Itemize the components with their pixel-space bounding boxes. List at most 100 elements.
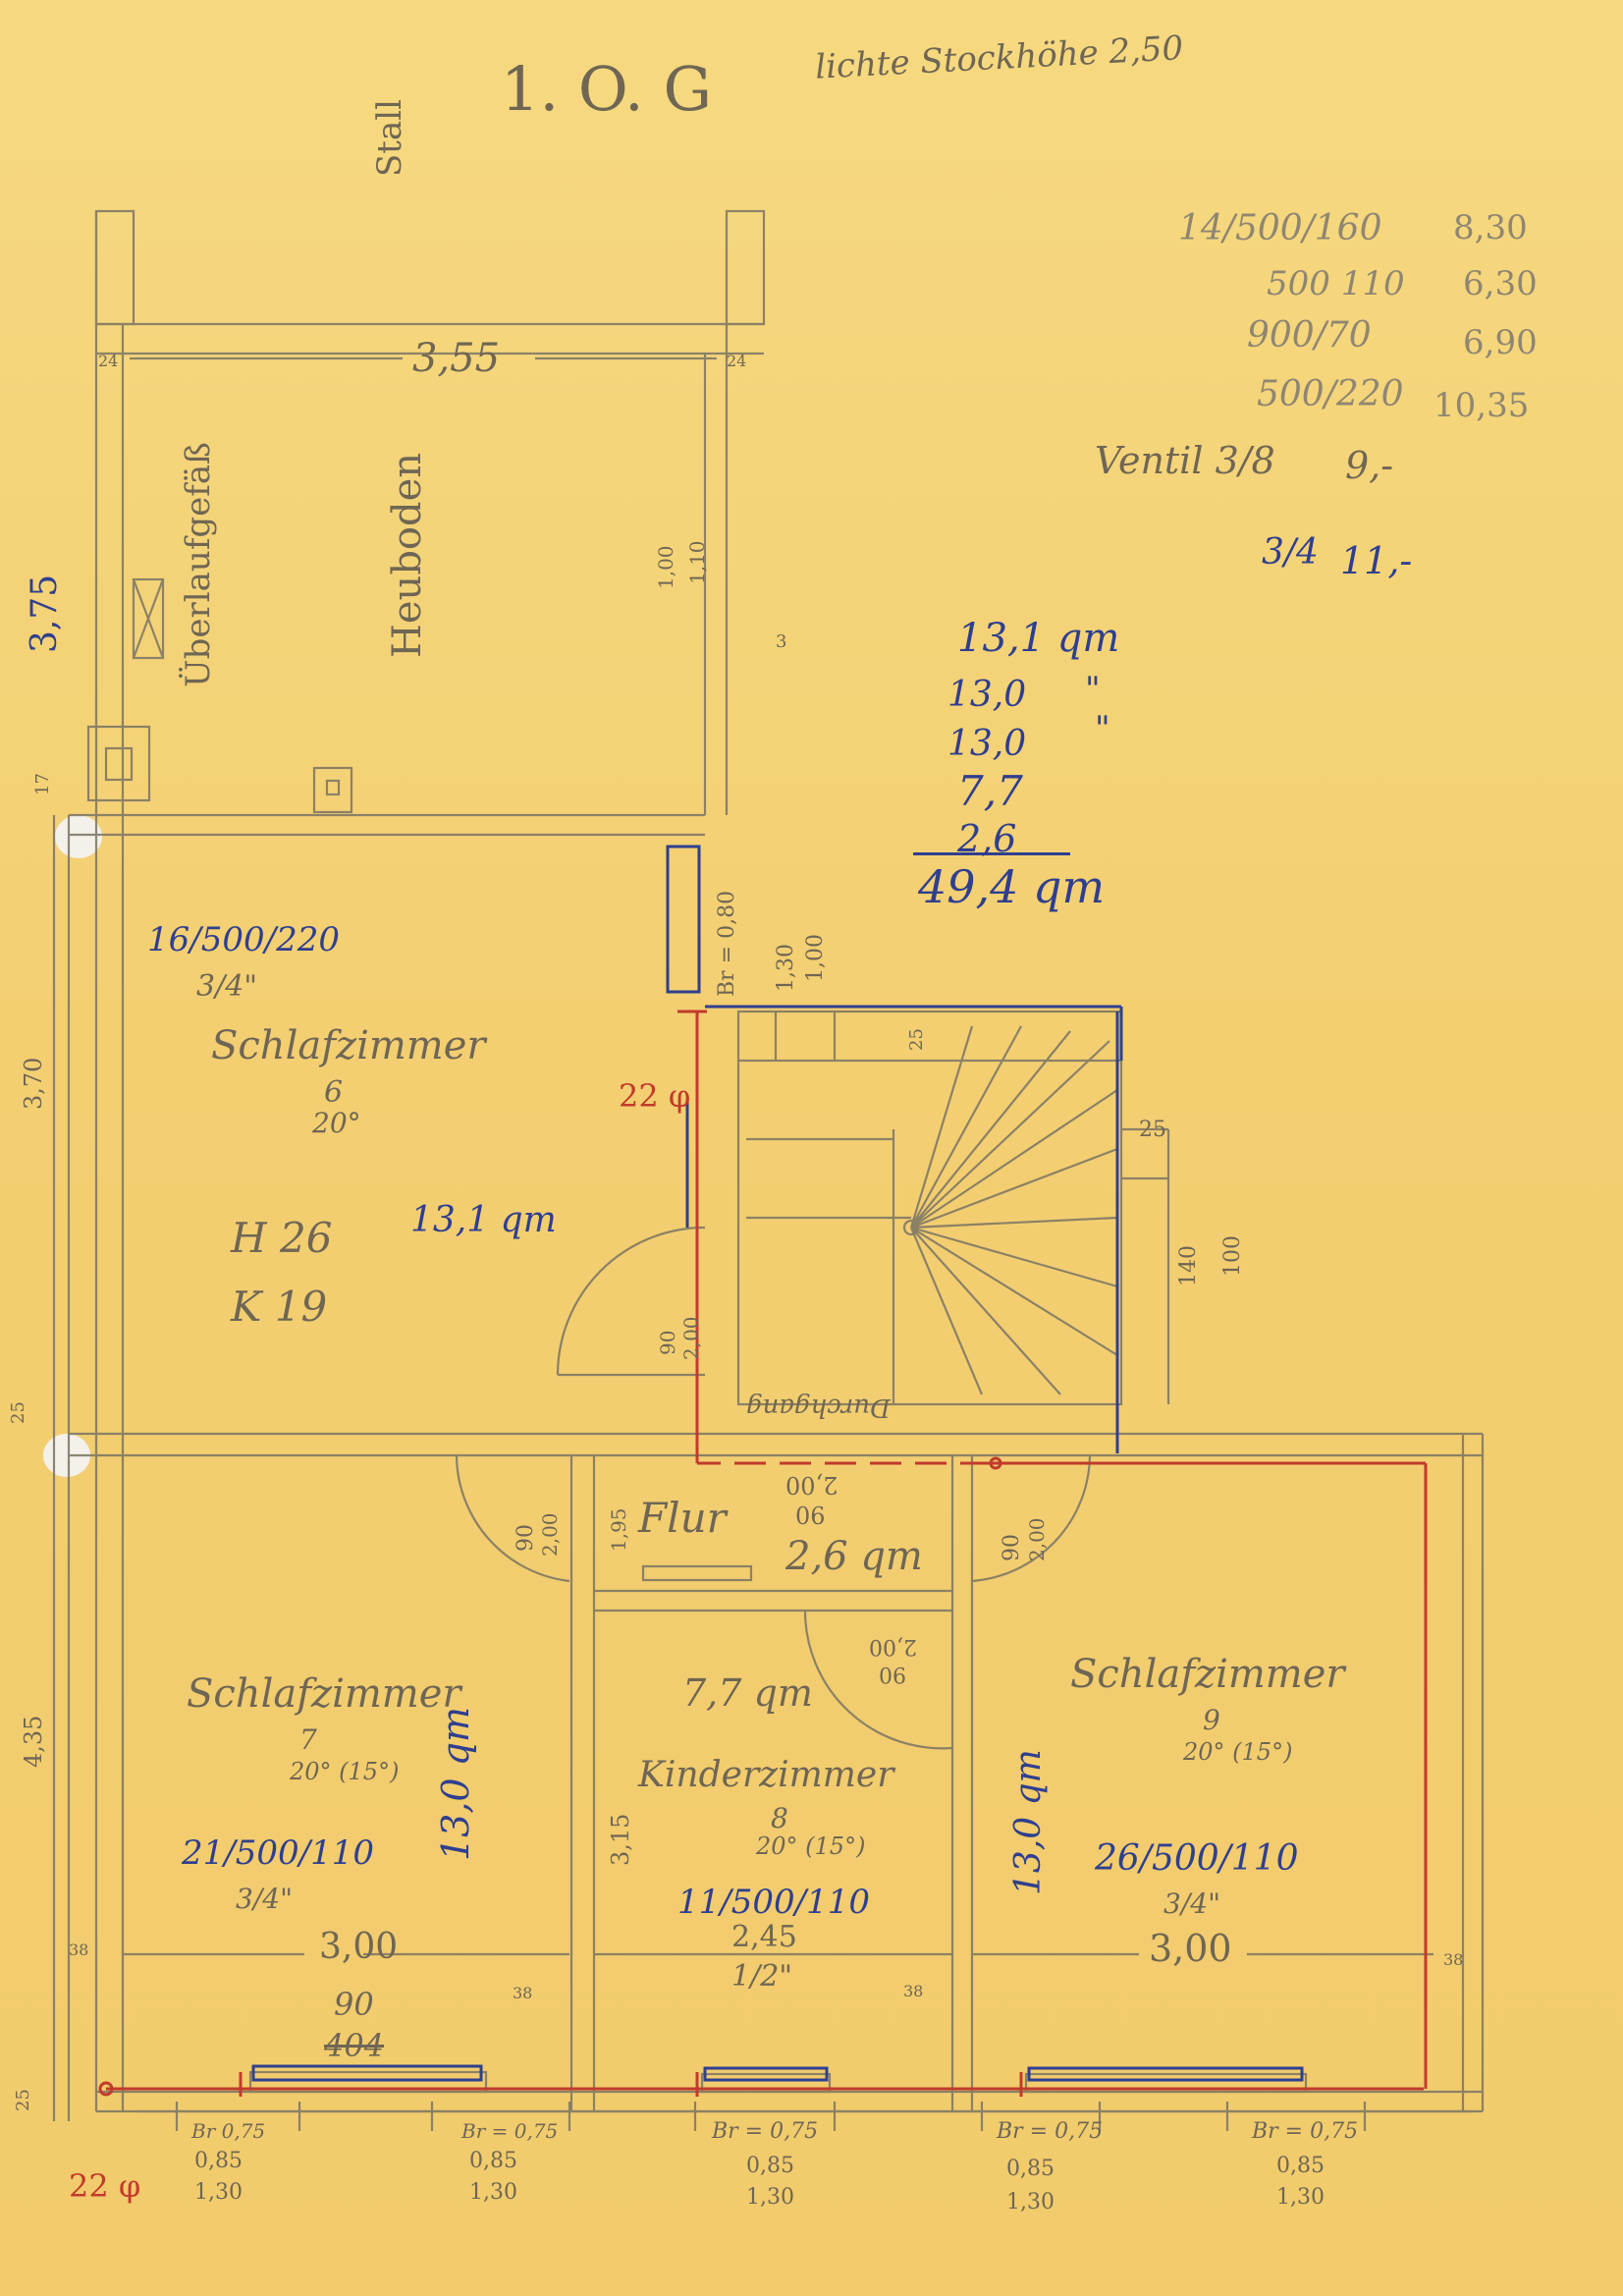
window-2-b: 1,30 bbox=[469, 2180, 517, 2205]
red-heating-pipe bbox=[98, 1010, 1428, 2097]
radiator-spec-room-9: 26/500/110 bbox=[1095, 1838, 1299, 1879]
pipe-size-room-6: 3/4" bbox=[196, 969, 258, 1004]
window-4-br: Br = 0,75 bbox=[997, 2119, 1104, 2144]
price-value-2: 6,30 bbox=[1463, 264, 1538, 303]
area-sum-line-3-ditto: " bbox=[1095, 709, 1110, 748]
room-area-flur: 2,6 qm bbox=[785, 1534, 923, 1579]
dim-195: 1,95 bbox=[607, 1507, 630, 1552]
area-sum-line-1: 13,1 qm bbox=[957, 616, 1120, 661]
flur-door-width: 90 bbox=[795, 1501, 826, 1528]
window-3-a: 0,85 bbox=[746, 2154, 794, 2178]
dim-25b: 25 bbox=[1139, 1118, 1166, 1142]
window-1-br: Br 0,75 bbox=[191, 2119, 266, 2143]
area-sum-line-4: 7,7 bbox=[957, 767, 1023, 815]
window-5-b: 1,30 bbox=[1276, 2185, 1325, 2210]
dim-25: 25 bbox=[906, 1028, 927, 1051]
valve-price-1: 9,- bbox=[1345, 444, 1394, 487]
room-number-6: 6 bbox=[324, 1075, 344, 1110]
dim-br-080: Br = 0,80 bbox=[715, 890, 739, 997]
durchgang-label: Durchgang bbox=[746, 1393, 891, 1422]
valve-price-2: 11,- bbox=[1340, 539, 1413, 582]
pipe-size-room-9: 3/4" bbox=[1163, 1887, 1220, 1920]
stall-label: Stall bbox=[370, 99, 409, 177]
price-item-2: 500 110 bbox=[1267, 264, 1405, 303]
dim-200b: 2,00 bbox=[1025, 1517, 1049, 1561]
pipe-size-room-8: 1/2" bbox=[731, 1959, 793, 1994]
dim-top-width: 3,55 bbox=[412, 336, 501, 381]
dim-200c: 2,00 bbox=[869, 1634, 917, 1659]
dim-90-200c: 90 bbox=[879, 1662, 906, 1686]
dim-door-100: 1,00 bbox=[803, 934, 828, 982]
window-3-br: Br = 0,75 bbox=[712, 2119, 819, 2144]
room-name-flur: Flur bbox=[638, 1494, 727, 1542]
dim-100-top: 1,00 bbox=[654, 545, 677, 589]
window-4-a: 0,85 bbox=[1006, 2157, 1055, 2181]
room-name-6: Schlafzimmer bbox=[211, 1023, 486, 1068]
dim-38a: 38 bbox=[69, 1941, 89, 1959]
area-sum-line-5: 2,6 bbox=[957, 817, 1017, 860]
dim-100-stair: 100 bbox=[1220, 1235, 1245, 1277]
room-name-8: Kinderzimmer bbox=[638, 1755, 894, 1795]
room-number-8: 8 bbox=[771, 1802, 788, 1834]
radiator-spec-room-8: 11/500/110 bbox=[677, 1883, 870, 1922]
room-area-7: 13,0 qm bbox=[434, 1706, 477, 1861]
dim-17: 17 bbox=[32, 773, 53, 795]
overflow-tank-label: Überlaufgefäß bbox=[179, 442, 218, 687]
dim-90-flur: 90 bbox=[656, 1330, 679, 1355]
radiator-spec-room-7: 21/500/110 bbox=[182, 1833, 374, 1873]
window-1-b: 1,30 bbox=[194, 2180, 243, 2205]
radiator-spec-room-6: 16/500/220 bbox=[147, 920, 340, 959]
price-value-1: 8,30 bbox=[1453, 208, 1528, 247]
room-width-9: 3,00 bbox=[1149, 1927, 1232, 1970]
room-number-7: 7 bbox=[299, 1723, 317, 1756]
dim-25c: 25 bbox=[8, 1401, 28, 1424]
heuboden-label: Heuboden bbox=[385, 452, 430, 658]
room-temp-7: 20° (15°) bbox=[290, 1758, 400, 1785]
room-width-8: 2,45 bbox=[731, 1920, 797, 1954]
dim-200a: 2,00 bbox=[538, 1512, 562, 1557]
window-2-a: 0,85 bbox=[469, 2149, 517, 2173]
pipe-red-label: 22 φ bbox=[619, 1077, 691, 1115]
window-2-br: Br = 0,75 bbox=[461, 2119, 559, 2143]
room-area-9: 13,0 qm bbox=[1008, 1749, 1049, 1895]
dim-435: 4,35 bbox=[20, 1715, 47, 1768]
room-temp-8: 20° (15°) bbox=[756, 1832, 866, 1860]
flur-door-height: 2,00 bbox=[785, 1471, 839, 1499]
dim-wall-24a: 24 bbox=[98, 352, 119, 370]
plan-title: 1. O. G bbox=[501, 53, 713, 125]
pipe-size-room-7: 3/4" bbox=[236, 1883, 293, 1915]
dim-25-bottom: 25 bbox=[13, 2089, 33, 2111]
window-5-br: Br = 0,75 bbox=[1252, 2119, 1359, 2144]
window-3-b: 1,30 bbox=[746, 2185, 794, 2210]
room-temp-6: 20° bbox=[312, 1107, 361, 1139]
area-sum-rule bbox=[913, 852, 1070, 855]
area-sum-line-3: 13,0 bbox=[947, 724, 1027, 764]
dim-38b: 38 bbox=[513, 1984, 533, 2002]
area-sum-line-2: 13,0 bbox=[947, 675, 1027, 715]
room-width-7: 3,00 bbox=[319, 1927, 399, 1967]
dim-3: 3 bbox=[776, 631, 787, 652]
room-area-6: 13,1 qm bbox=[410, 1200, 557, 1240]
punch-hole-top bbox=[55, 815, 102, 858]
dim-110-top: 1,10 bbox=[685, 540, 709, 584]
area-sum-line-2-ditto: " bbox=[1085, 670, 1101, 709]
dim-375: 3,75 bbox=[25, 574, 65, 653]
dim-wall-24b: 24 bbox=[727, 352, 747, 370]
price-item-3: 900/70 bbox=[1247, 315, 1372, 355]
valve-size-2: 3/4 bbox=[1262, 532, 1319, 573]
dim-door-130: 1,30 bbox=[774, 944, 798, 992]
dim-38d: 38 bbox=[1443, 1950, 1464, 1969]
price-item-4: 500/220 bbox=[1257, 374, 1404, 414]
window-5-a: 0,85 bbox=[1276, 2154, 1325, 2178]
room-k-value: K 19 bbox=[231, 1283, 328, 1331]
window-4-b: 1,30 bbox=[1006, 2190, 1055, 2214]
room-area-8: 7,7 qm bbox=[682, 1671, 813, 1715]
room-old-a-7: 90 bbox=[334, 1986, 374, 2023]
room-old-b-7: 404 bbox=[324, 2027, 385, 2064]
dim-90-200a: 90 bbox=[514, 1524, 538, 1552]
room-name-7: Schlafzimmer bbox=[187, 1671, 461, 1717]
blue-radiators bbox=[251, 845, 1304, 2082]
price-value-4: 10,35 bbox=[1434, 386, 1530, 425]
dim-38c: 38 bbox=[903, 1982, 924, 2000]
